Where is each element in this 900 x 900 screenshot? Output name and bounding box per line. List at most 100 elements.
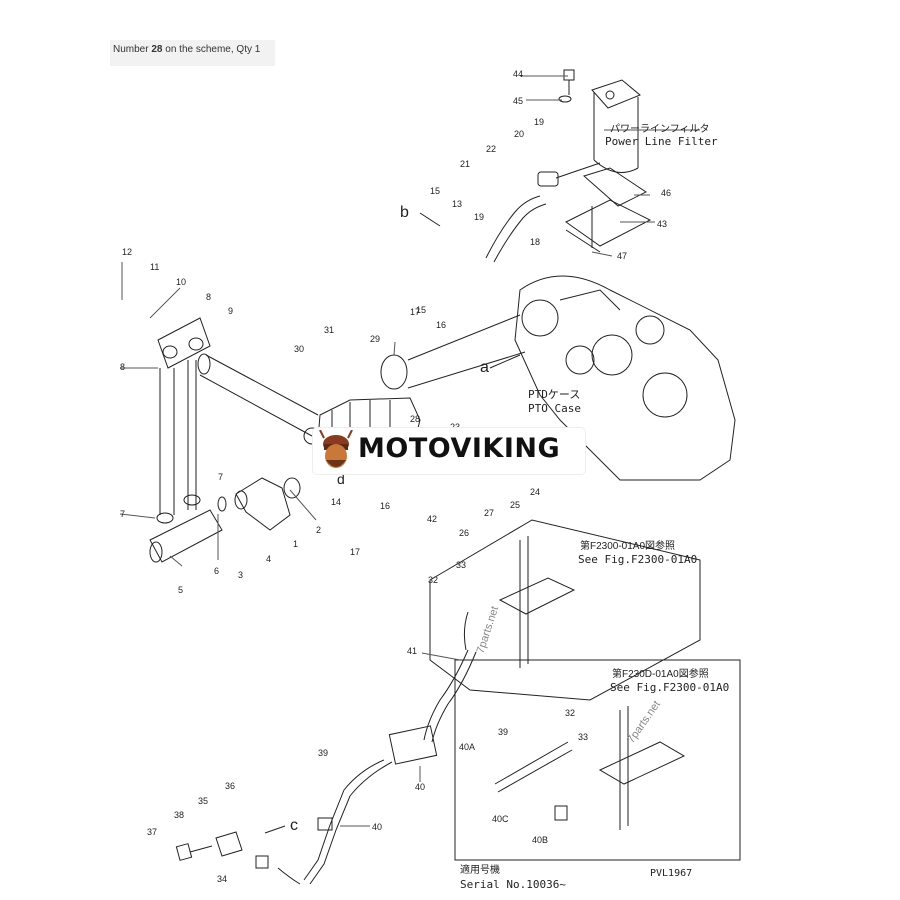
callout-2: 2 — [316, 525, 321, 535]
callout-11: 11 — [150, 262, 159, 272]
fittings-34-38-part — [175, 831, 301, 885]
drawing-code: PVL1967 — [650, 868, 692, 879]
callout-46: 46 — [661, 188, 671, 198]
callout-18: 18 — [530, 237, 540, 247]
callout-28: 28 — [410, 414, 420, 424]
callout-40: 40 — [415, 782, 425, 792]
callout-21: 21 — [460, 159, 470, 169]
callout-32: 32 — [428, 575, 438, 585]
callout-6: 6 — [214, 566, 219, 576]
ref-letter-b: b — [400, 204, 409, 221]
brand-badge — [313, 428, 585, 474]
see-fig-en-1: See Fig.F2300-01A0 — [578, 553, 697, 566]
callout-15: 15 — [430, 186, 440, 196]
reference-panel-lower — [454, 659, 741, 861]
arrow-a — [489, 354, 521, 369]
callout-23: 23 — [450, 422, 460, 432]
callout-10: 10 — [176, 277, 186, 287]
callout-35: 35 — [198, 796, 208, 806]
callout-47: 47 — [617, 251, 627, 261]
callout-44: 44 — [513, 69, 523, 79]
callout-12: 12 — [122, 247, 132, 257]
callout-41: 41 — [407, 646, 417, 656]
detail-lower-part — [494, 706, 686, 830]
callout-4: 4 — [266, 554, 271, 564]
callout-layer: 1234567788910111213141515161617171819192… — [120, 69, 671, 884]
callout-40c: 40C — [492, 814, 509, 824]
callout-31: 31 — [324, 325, 334, 335]
callout-34: 34 — [217, 874, 227, 884]
callout-17: 17 — [350, 547, 360, 557]
callout-3: 3 — [238, 570, 243, 580]
callout-40: 40 — [372, 822, 382, 832]
tubes-8-part — [157, 317, 211, 515]
callout-20: 20 — [514, 129, 524, 139]
callout-17: 17 — [410, 307, 420, 317]
leader-lines — [119, 75, 700, 827]
callout-43: 43 — [657, 219, 667, 229]
ref-letter-d: d — [337, 471, 345, 487]
callout-37: 37 — [147, 827, 157, 837]
pto-case-jp: PTDケース — [528, 388, 580, 401]
pto-case-en: PTO Case — [528, 402, 581, 415]
callout-9: 9 — [228, 306, 233, 316]
hose-18-part — [485, 162, 601, 263]
arrow-b — [419, 212, 441, 227]
callout-33: 33 — [578, 732, 588, 742]
watermark-1: 7parts.net — [475, 605, 502, 655]
callout-19: 19 — [474, 212, 484, 222]
reference-panel-upper — [429, 519, 701, 701]
callout-5: 5 — [178, 585, 183, 595]
callout-36: 36 — [225, 781, 235, 791]
callout-39: 39 — [318, 748, 328, 758]
viking-mascot-icon — [319, 430, 353, 468]
callout-19: 19 — [534, 117, 544, 127]
callout-16: 16 — [436, 320, 446, 330]
scheme-caption: Number 28 on the scheme, Qty 1 — [113, 44, 260, 55]
callout-7: 7 — [120, 509, 125, 519]
callout-45: 45 — [513, 96, 523, 106]
power-line-filter-part — [565, 79, 652, 253]
callout-32: 32 — [565, 708, 575, 718]
callout-33: 33 — [456, 560, 466, 570]
see-fig-jp-1: 第F2300-01A0図参照 — [580, 539, 675, 552]
callout-15: 15 — [416, 305, 426, 315]
manifold-5-part — [149, 494, 223, 563]
tube-39-part — [303, 725, 438, 885]
pipe-9-part — [197, 353, 319, 437]
caption-prefix: Number — [113, 44, 152, 55]
caption-number: 28 — [151, 44, 163, 55]
callout-24: 24 — [530, 487, 540, 497]
callout-8: 8 — [120, 362, 125, 372]
callout-42: 42 — [427, 514, 437, 524]
callout-14: 14 — [331, 497, 341, 507]
callout-16: 16 — [380, 501, 390, 511]
elbow-1-part — [217, 477, 301, 531]
callout-7: 7 — [218, 472, 223, 482]
callout-40b: 40B — [532, 835, 548, 845]
caption-suffix: on the scheme, Qty 1 — [162, 44, 261, 55]
power-line-filter-jp: パワーラインフィルタ — [610, 123, 710, 135]
callout-40a: 40A — [459, 742, 475, 752]
callout-8: 8 — [206, 292, 211, 302]
watermark-2: 7parts.net — [625, 699, 663, 746]
arrow-c — [264, 825, 286, 834]
ref-letter-a: a — [480, 359, 489, 376]
callout-22: 22 — [486, 144, 496, 154]
gasket-29-part — [380, 354, 408, 390]
callout-26: 26 — [459, 528, 469, 538]
callout-25: 25 — [510, 500, 520, 510]
callout-29: 29 — [370, 334, 380, 344]
callout-1: 1 — [293, 539, 298, 549]
pto-case-part — [514, 275, 736, 481]
serial-en: Serial No.10036~ — [460, 878, 566, 891]
see-fig-en-2: See Fig.F2300-01A0 — [610, 681, 729, 694]
callout-39: 39 — [498, 727, 508, 737]
see-fig-jp-2: 第F230D-01A0図参照 — [612, 667, 709, 680]
caption-box — [110, 40, 275, 66]
bolt-44-part — [558, 69, 575, 103]
callout-27: 27 — [484, 508, 494, 518]
callout-30: 30 — [294, 344, 304, 354]
brand-name: MOTOVIKING — [358, 433, 561, 464]
